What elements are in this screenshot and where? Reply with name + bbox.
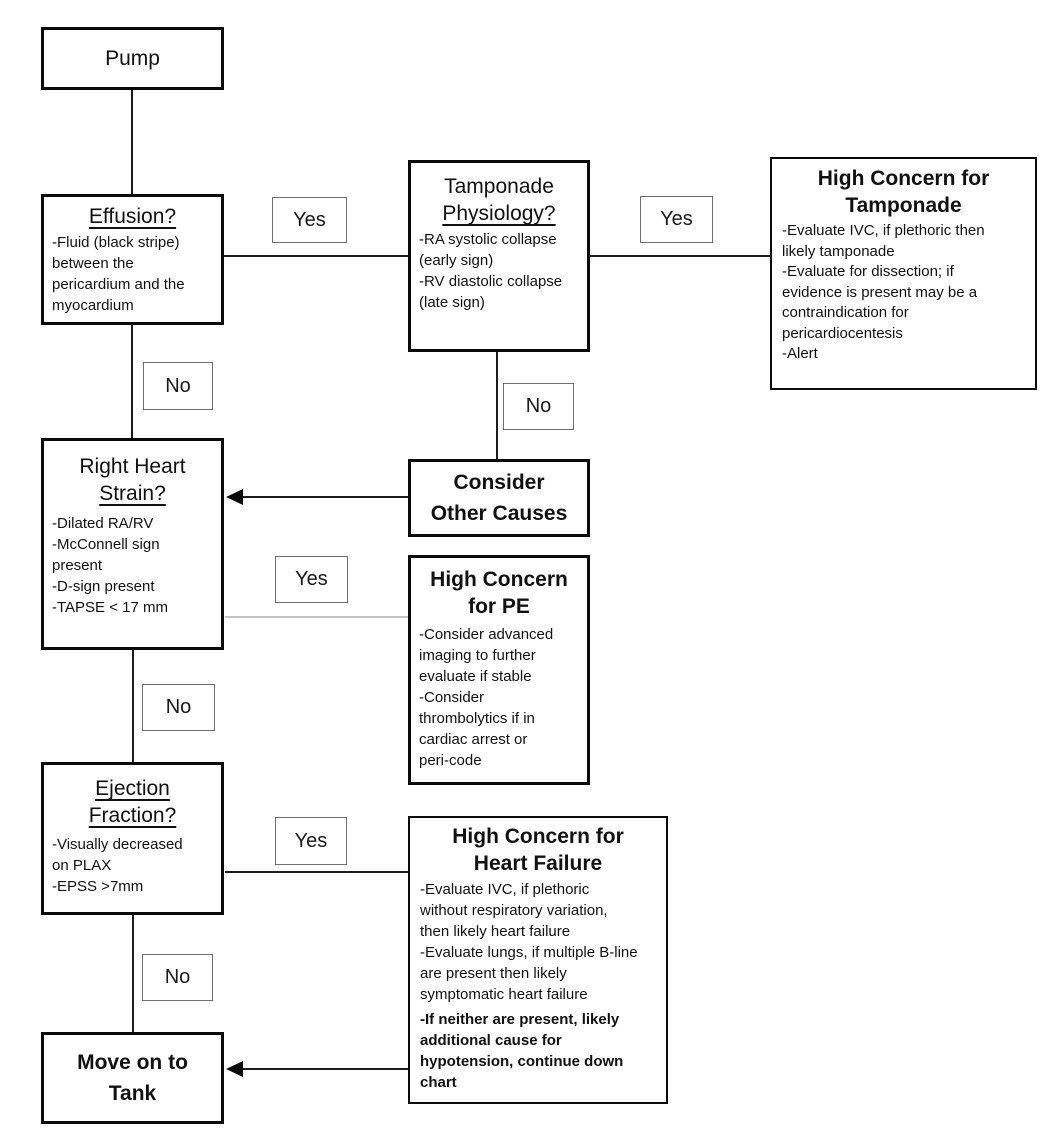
edge-label-right-heart-yes: Yes [275,556,348,603]
node-high-concern-tamponade-body: -Evaluate IVC, if plethoric then likely … [782,222,985,362]
node-right-heart-strain-body: -Dilated RA/RV -McConnell sign present -… [52,515,169,616]
connector-hf-tank [240,1068,410,1070]
node-ejection-fraction-body: -Visually decreased on PLAX -EPSS >7mm [52,836,183,895]
node-effusion-title: Effusion? [88,205,177,228]
connector-ejection-hf [225,871,410,873]
node-effusion: Effusion? -Fluid (black stripe) between … [41,194,224,325]
connector-effusion-rightheart [131,325,133,438]
connector-ejection-tank [132,915,134,1032]
edge-label-tamponade-no: No [503,383,574,430]
connector-rightheart-pe [225,616,408,618]
connector-effusion-tamponade [223,255,408,257]
connector-tamponade-consider [496,352,498,459]
edge-label-right-heart-no: No [142,684,215,731]
arrowhead-into-tank [226,1061,243,1077]
connector-rightheart-ejection [132,650,134,762]
edge-label-tamponade-yes: Yes [640,196,713,243]
node-effusion-body: -Fluid (black stripe) between the perica… [52,234,185,314]
edge-label-effusion-yes: Yes [272,197,347,243]
connector-consider-rightheart [240,496,408,498]
arrowhead-into-rightheart [226,489,243,505]
edge-label-ejection-yes: Yes [275,817,347,865]
node-high-concern-pe-body: -Consider advanced imaging to further ev… [419,626,554,769]
edge-label-effusion-no: No [143,362,213,410]
connector-pump-effusion [131,90,133,194]
connector-tamponade-concern [588,255,770,257]
node-pump: Pump [41,27,224,90]
node-high-concern-heart-failure-body-bold: -If neither are present, likely addition… [420,1011,624,1091]
node-high-concern-heart-failure-body: -Evaluate IVC, if plethoric without resp… [420,881,638,1003]
edge-label-ejection-no: No [142,954,213,1001]
node-pump-title: Pump [105,47,160,70]
node-tamponade-body: -RA systolic collapse (early sign) -RV d… [419,231,563,311]
